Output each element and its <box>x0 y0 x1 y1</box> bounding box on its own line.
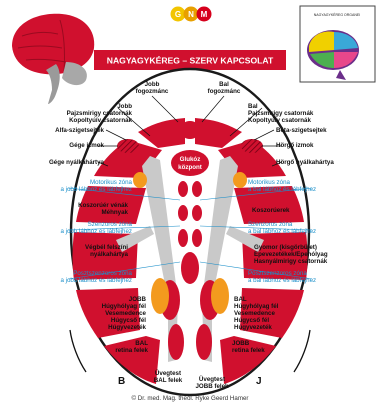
right-organ-1-0: Gyomor (kisgörbület) <box>254 244 317 251</box>
right-zone-1-1: a bal lábhoz és lábfejhez <box>248 228 316 235</box>
bottom-label-1-1: JOBB felek <box>195 383 229 390</box>
right-organ-2-2: Vesemedence <box>234 310 275 317</box>
left-organ-2-3: Húgycső fél <box>111 317 146 324</box>
gnm-logo: G N M <box>170 6 212 22</box>
side-letter-left: B <box>118 376 125 387</box>
zone-lines <box>67 187 313 280</box>
left-label-3: Alfa-szigetsejtek <box>55 127 104 134</box>
left-organ-0-0: Koszorúér vénák <box>78 202 128 209</box>
footer-credit: © Dr. med. Mag. theol. Ryke Geerd Hamer <box>131 395 248 402</box>
right-label-2: Kopoltyúív csatornák <box>248 117 311 124</box>
logo-letter-m: M <box>201 10 208 19</box>
left-label-1: Pajzsmirigy csatornák <box>67 110 133 117</box>
glucose-center-label-1: Glukóz <box>180 156 201 163</box>
thumbnail-panel: NAGYAGYKÉREG ORGANEI <box>299 5 376 83</box>
left-label-5: Gége nyálkahártya <box>49 159 105 166</box>
side-letter-right: J <box>256 376 262 387</box>
right-label-1: Pajzsmirigy csatornák <box>248 110 314 117</box>
logo-letter-g: G <box>175 10 181 19</box>
right-organ-3-1: retina felek <box>232 347 265 354</box>
thumbnail-caption: NAGYAGYKÉREG ORGANEI <box>314 12 360 17</box>
left-organ-2-4: Húgyvezeték <box>108 324 146 331</box>
right-zone-2-1: a bal lábhoz és lábfejhez <box>248 277 316 284</box>
left-zone-1-1: a jobb lábhoz és lábfejhez <box>60 228 132 235</box>
right-label-5: Hörgő nyálkahártya <box>276 159 334 166</box>
right-organ-2-1: Húgyhólyag fél <box>234 303 279 310</box>
top-labels: Jobb fogozmánc Bal fogozmánc <box>136 81 241 123</box>
left-label-0: Jobb <box>117 103 132 110</box>
left-organ-2-0: JOBB <box>129 296 147 303</box>
right-zone-1-0: Szenzoros zóna <box>248 221 293 228</box>
left-organ-2-2: Vesemedence <box>105 310 146 317</box>
right-organ-1-2: Hasnyálmirigy csatornák <box>254 258 328 265</box>
right-organ-2-0: BAL <box>234 296 247 303</box>
left-label-4: Gége izmok <box>69 142 104 149</box>
left-label-2: Kopoltyúív csatornák <box>69 117 132 124</box>
left-zone-2-1: a jobb lábhoz és lábfejhez <box>60 277 132 284</box>
right-label-4: Hörgő izmok <box>276 142 314 149</box>
top-label-right-2: fogozmánc <box>208 88 241 95</box>
left-zone-0-1: a jobb lábhoz és lábfejhez <box>60 186 132 193</box>
brain-oval <box>69 67 311 397</box>
bottom-label-1-0: Üvegtest <box>199 376 225 383</box>
left-zone-0-0: Motorikus zóna <box>90 179 133 186</box>
left-organ-0-1: Méhnyak <box>102 209 129 216</box>
title-banner: NAGYAGYKÉREG – SZERV KAPCSOLAT <box>94 50 286 70</box>
left-organ-1-1: nyálkahártya <box>90 251 128 258</box>
left-organ-3-1: retina felek <box>115 347 148 354</box>
right-organ-1-1: Epevezetékek/Epehólyag <box>254 251 328 258</box>
brain-illustration <box>12 13 95 104</box>
left-zone-1-0: Szenzoros zóna <box>88 221 133 228</box>
right-label-0: Bal <box>248 103 258 110</box>
right-label-3: Béta-szigetsejtek <box>276 127 327 134</box>
right-zone-0-1: a bal lábhoz és lábfejhez <box>248 186 316 193</box>
left-organ-2-1: Húgyhólyag fél <box>102 303 147 310</box>
bottom-label-0-0: Üvegtest <box>155 370 181 377</box>
left-organ-3-0: BAL <box>135 340 148 347</box>
right-organ-2-3: Húgycső fél <box>234 317 269 324</box>
top-label-left-1: Jobb <box>145 81 160 88</box>
leader-lines <box>97 107 283 167</box>
banner-title: NAGYAGYKÉREG – SZERV KAPCSOLAT <box>107 56 274 66</box>
left-organ-1-0: Végbél felszíni <box>85 244 128 251</box>
right-organ-3-0: JOBB <box>232 340 250 347</box>
right-organ-0-0: Koszorúerek <box>252 207 290 214</box>
logo-letter-n: N <box>188 10 194 19</box>
glucose-center-label-2: központ <box>178 164 202 171</box>
top-label-left-2: fogozmánc <box>136 88 169 95</box>
top-label-right-1: Bal <box>219 81 229 88</box>
bottom-label-0-1: BAL felek <box>154 377 183 384</box>
right-zone-0-0: Motorikus zóna <box>248 179 291 186</box>
right-organ-2-4: Húgyvezeték <box>234 324 272 331</box>
